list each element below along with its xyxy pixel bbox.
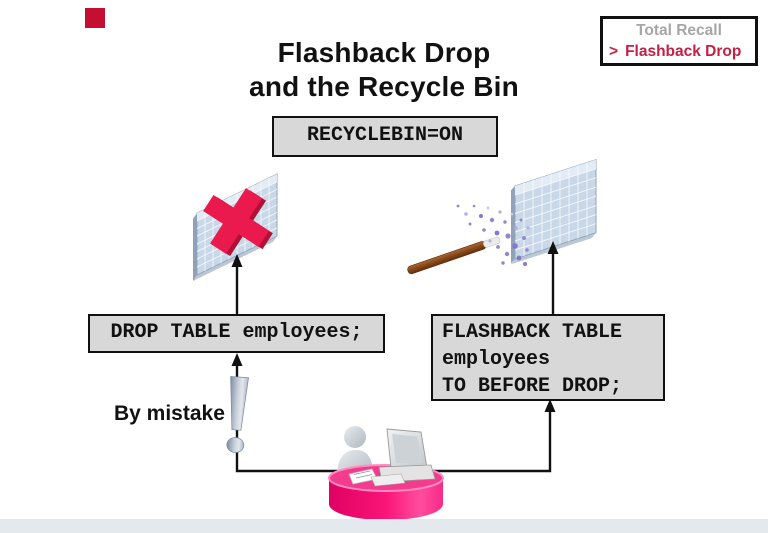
agenda-item-previous: Total Recall bbox=[636, 22, 722, 39]
drop-table-command-box: DROP TABLE employees; bbox=[88, 314, 385, 353]
user-desk-icon bbox=[328, 426, 444, 520]
sparkles-icon bbox=[456, 204, 533, 266]
drop-arrow bbox=[231, 254, 243, 314]
agenda-item-current: > Flashback Drop bbox=[603, 41, 755, 62]
keyboard-icon bbox=[370, 473, 406, 487]
exclamation-icon bbox=[226, 376, 249, 453]
agenda-box: Total Recall > Flashback Drop bbox=[600, 16, 758, 66]
footer-bar bbox=[0, 519, 768, 533]
recyclebin-setting-box: RECYCLEBIN=ON bbox=[272, 116, 498, 157]
flashback-arrow bbox=[547, 241, 559, 314]
current-topic-label: Flashback Drop bbox=[625, 43, 742, 60]
brand-red-square-icon bbox=[85, 8, 105, 28]
title-line-2: and the Recycle Bin bbox=[249, 71, 519, 102]
current-topic-bullet: > bbox=[609, 43, 619, 60]
restored-table-icon bbox=[511, 159, 597, 265]
red-x-icon bbox=[203, 188, 273, 257]
magic-wand-icon bbox=[407, 236, 501, 275]
title-line-1: Flashback Drop bbox=[277, 37, 491, 68]
by-mistake-label: By mistake bbox=[114, 402, 225, 425]
flashback-table-command-box: FLASHBACK TABLE employees TO BEFORE DROP… bbox=[431, 314, 665, 401]
person-head bbox=[344, 426, 366, 448]
